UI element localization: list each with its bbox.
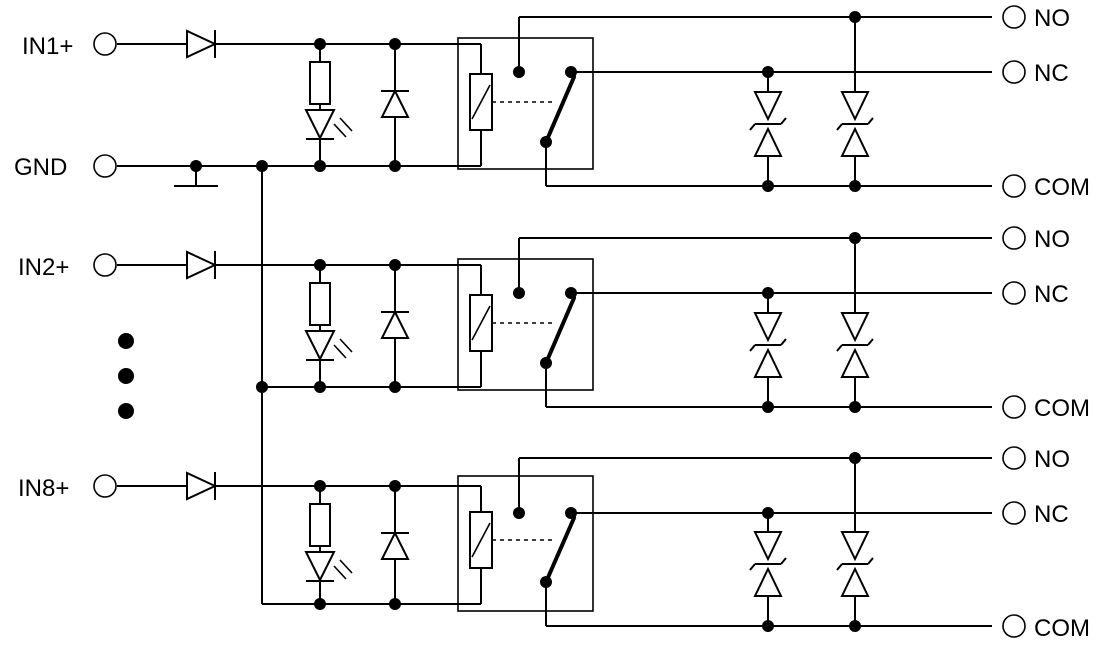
led-icon bbox=[304, 551, 336, 583]
tvs-diode-icon bbox=[749, 91, 787, 157]
ellipsis-icon bbox=[118, 333, 134, 419]
flyback-diode-icon bbox=[380, 311, 410, 339]
nc-terminal-icon[interactable] bbox=[1002, 501, 1026, 525]
resistor-icon bbox=[309, 61, 331, 105]
input-diode-icon bbox=[186, 471, 216, 501]
input-diode-icon bbox=[186, 250, 216, 280]
no-label-8: NO bbox=[1034, 446, 1070, 473]
tvs-diode-icon bbox=[749, 312, 787, 378]
no-terminal-icon[interactable] bbox=[1002, 446, 1026, 470]
input-diode-icon bbox=[186, 29, 216, 59]
in2-label: IN2+ bbox=[18, 254, 69, 281]
tvs-diode-icon bbox=[836, 531, 874, 597]
in2-terminal-icon[interactable] bbox=[93, 253, 117, 277]
gnd-terminal-icon[interactable] bbox=[93, 154, 117, 178]
com-label-2: COM bbox=[1034, 395, 1090, 422]
com-terminal-icon[interactable] bbox=[1002, 395, 1026, 419]
relay-icon bbox=[457, 475, 594, 612]
in1-label: IN1+ bbox=[22, 33, 73, 60]
in8-terminal-icon[interactable] bbox=[93, 474, 117, 498]
channel-1: IN1+ bbox=[22, 5, 1090, 201]
led-icon bbox=[304, 330, 336, 362]
led-icon bbox=[304, 109, 336, 141]
nc-label-8: NC bbox=[1034, 501, 1069, 528]
relay-switch-icon bbox=[544, 75, 576, 144]
channel-2 bbox=[93, 226, 1026, 419]
com-label: COM bbox=[1034, 174, 1090, 201]
flyback-diode-icon bbox=[380, 90, 410, 118]
nc-terminal-icon[interactable] bbox=[1002, 60, 1026, 84]
nc-terminal-icon[interactable] bbox=[1002, 281, 1026, 305]
tvs-diode-icon bbox=[749, 531, 787, 597]
in1-terminal-icon[interactable] bbox=[93, 32, 117, 56]
no-label: NO bbox=[1034, 5, 1070, 32]
ground-rail: GND bbox=[14, 154, 458, 605]
no-label-2: NO bbox=[1034, 226, 1070, 253]
relay-icon bbox=[457, 37, 594, 170]
channel-8 bbox=[93, 446, 1026, 638]
com-terminal-icon[interactable] bbox=[1002, 614, 1026, 638]
resistor-icon bbox=[309, 282, 331, 326]
flyback-diode-icon bbox=[380, 532, 410, 560]
no-terminal-icon[interactable] bbox=[1002, 226, 1026, 250]
gnd-label: GND bbox=[14, 154, 67, 181]
resistor-icon bbox=[309, 503, 331, 547]
relay-icon bbox=[457, 258, 594, 391]
tvs-diode-icon bbox=[836, 91, 874, 157]
nc-label: NC bbox=[1034, 60, 1069, 87]
no-terminal-icon[interactable] bbox=[1002, 5, 1026, 29]
com-label-8: COM bbox=[1034, 615, 1090, 642]
relay-switch-icon bbox=[544, 516, 576, 584]
nc-label-2: NC bbox=[1034, 281, 1069, 308]
relay-switch-icon bbox=[544, 296, 576, 365]
tvs-diode-icon bbox=[836, 312, 874, 378]
in8-label: IN8+ bbox=[18, 475, 69, 502]
com-terminal-icon[interactable] bbox=[1002, 174, 1026, 198]
